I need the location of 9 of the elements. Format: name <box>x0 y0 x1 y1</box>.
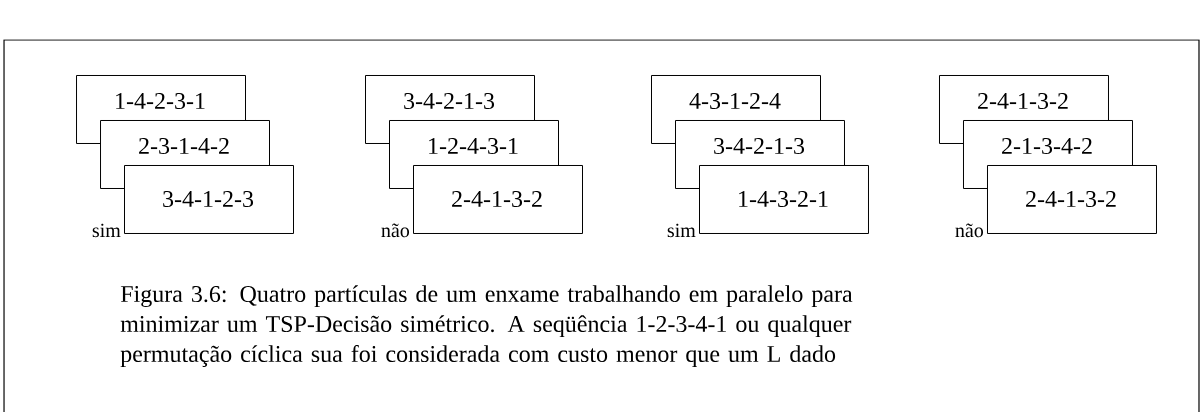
sequence-card: 1-4-3-2-1 <box>699 165 869 234</box>
sequence-card: 2-4-1-3-2 <box>413 165 583 234</box>
sequence-card: 2-4-1-3-2 <box>987 165 1157 234</box>
figure-caption: Figura 3.6: Quatro partículas de um enxame trabalhando em paralelo para minimizar um TSP-Decisão simétrico. A seqüência 1-2-3-4-1 ou qualquer permutação cíclica sua foi considerada com custo menor que um L dado <box>120 285 853 367</box>
answer-label: não <box>381 223 410 238</box>
answer-label: sim <box>92 223 121 238</box>
sequence-card: 3-4-1-2-3 <box>124 165 294 234</box>
answer-label: sim <box>667 223 696 238</box>
answer-label: não <box>955 223 984 238</box>
